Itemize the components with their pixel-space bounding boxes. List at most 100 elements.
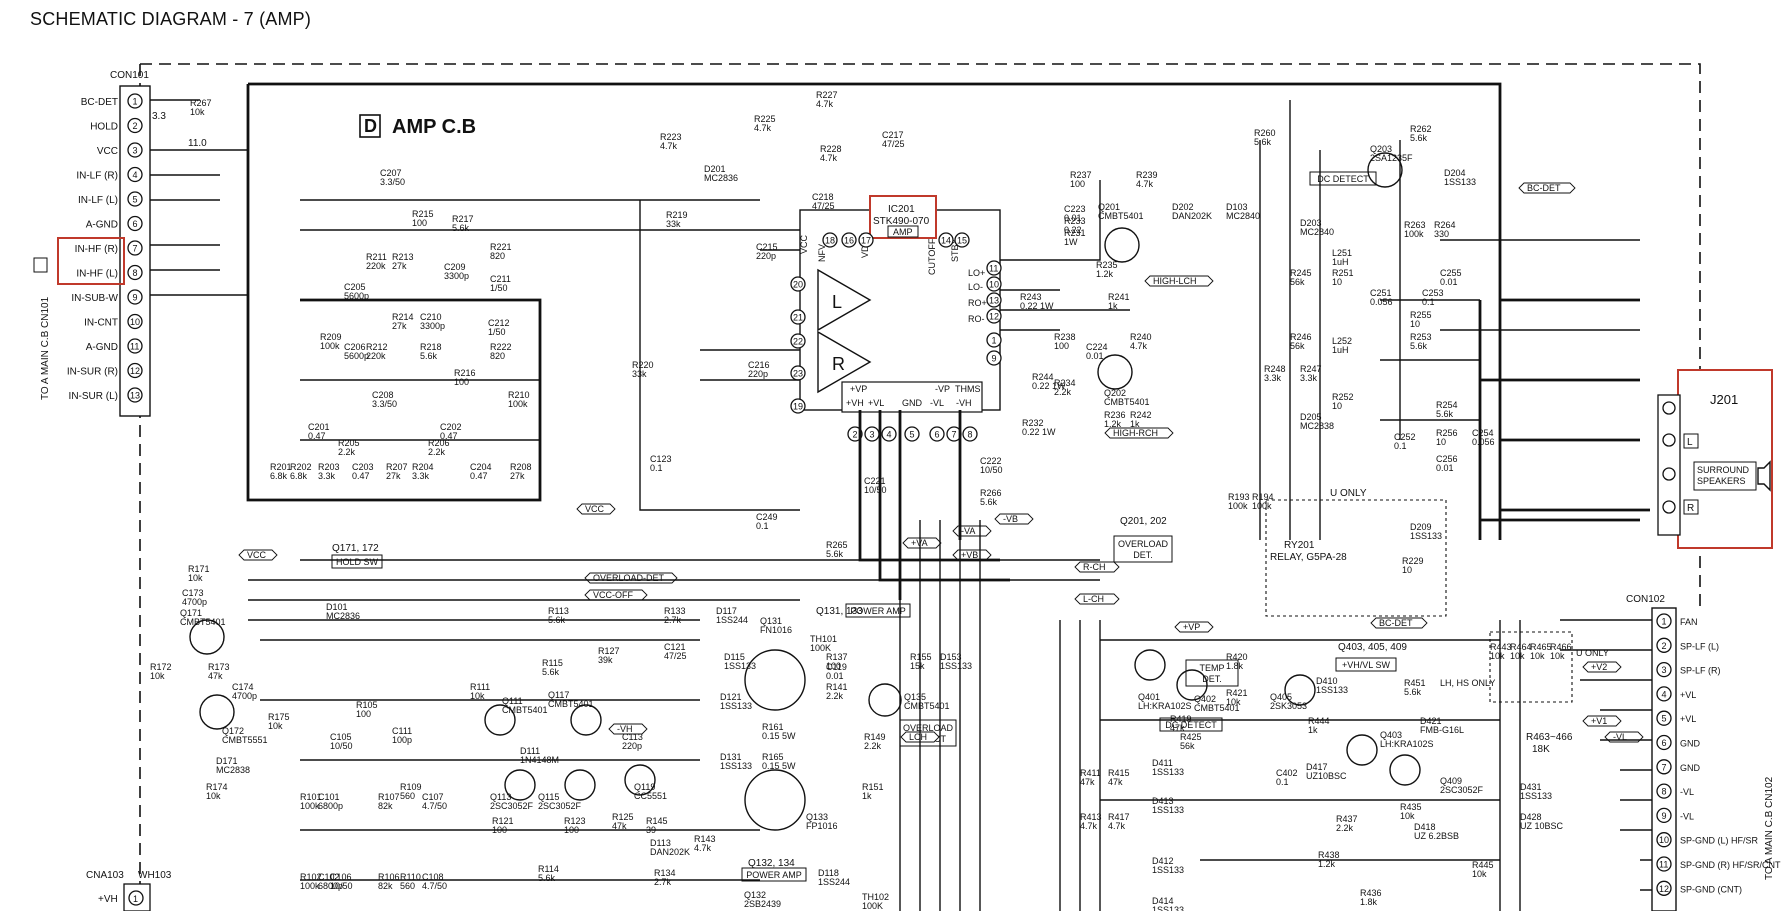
svg-text:C256: C256 xyxy=(1436,454,1458,464)
con102-pin-7 xyxy=(1656,759,1672,775)
svg-text:D201: D201 xyxy=(704,164,726,174)
svg-text:VCC: VCC xyxy=(247,550,267,560)
svg-text:FP1016: FP1016 xyxy=(806,821,838,831)
svg-text:R248: R248 xyxy=(1264,364,1286,374)
svg-text:+VB: +VB xyxy=(961,550,978,560)
svg-text:C218: C218 xyxy=(812,192,834,202)
dc-detect-mid-box xyxy=(1159,717,1223,732)
svg-text:100k: 100k xyxy=(1228,501,1248,511)
ic201-inner-label: -VP xyxy=(935,384,950,394)
con101-pin-num: 12 xyxy=(130,366,140,376)
svg-text:R206: R206 xyxy=(428,438,450,448)
svg-text:100k: 100k xyxy=(300,881,320,891)
svg-text:TH101: TH101 xyxy=(810,634,837,644)
svg-text:R194: R194 xyxy=(1252,492,1274,502)
svg-text:100: 100 xyxy=(826,661,841,671)
svg-text:R173: R173 xyxy=(208,662,230,672)
svg-text:DAN202K: DAN202K xyxy=(650,847,690,857)
con102-pin-5 xyxy=(1656,710,1672,726)
ic201-pin-num: 18 xyxy=(825,236,835,246)
svg-text:220k: 220k xyxy=(366,261,386,271)
con101-label: CON101 xyxy=(110,70,149,81)
svg-text:560: 560 xyxy=(400,791,415,801)
svg-text:0.1: 0.1 xyxy=(1422,297,1435,307)
svg-text:1W: 1W xyxy=(1064,237,1078,247)
svg-text:4700p: 4700p xyxy=(182,597,207,607)
svg-text:R240: R240 xyxy=(1130,332,1152,342)
con101-pin-12 xyxy=(127,362,143,379)
ic201-pin-17 xyxy=(858,232,874,248)
svg-text:CMBT5401: CMBT5401 xyxy=(502,705,548,715)
svg-text:27k: 27k xyxy=(392,261,407,271)
con102-pin-4 xyxy=(1656,686,1672,702)
ic201-pin-num: 1 xyxy=(992,336,997,346)
svg-text:Q119: Q119 xyxy=(634,782,655,792)
ic201-pin-2 xyxy=(847,426,863,442)
svg-text:R204: R204 xyxy=(412,462,434,472)
con102-pin-label: +VL xyxy=(1680,690,1696,700)
ic201-inner-label: -VL xyxy=(930,398,944,408)
con101-pin-num: 9 xyxy=(133,293,138,303)
svg-text:1.8k: 1.8k xyxy=(1360,897,1378,907)
svg-text:R435: R435 xyxy=(1400,802,1422,812)
con102-label: CON102 xyxy=(1626,594,1665,605)
svg-text:C174: C174 xyxy=(232,682,254,692)
svg-text:2.7k: 2.7k xyxy=(654,877,672,887)
ic201-inner-label: +VL xyxy=(868,398,884,408)
svg-text:47/25: 47/25 xyxy=(812,201,835,211)
svg-text:10k: 10k xyxy=(1400,811,1415,821)
con101-pin-5 xyxy=(127,191,143,207)
ic201-inner-label: VCC xyxy=(799,234,809,254)
svg-text:-VA: -VA xyxy=(961,526,975,536)
ic201-inner-label: +VP xyxy=(850,384,867,394)
svg-text:R266: R266 xyxy=(980,488,1002,498)
con101-a-box xyxy=(33,257,48,273)
svg-text:1SS133: 1SS133 xyxy=(940,661,972,671)
svg-text:R172: R172 xyxy=(150,662,172,672)
ic201-pin-num: 4 xyxy=(887,430,892,440)
con101-pin-label: IN-LF (R) xyxy=(76,171,118,182)
board-letter-box xyxy=(359,114,381,138)
temp-det-label: TEMP xyxy=(1199,663,1224,673)
svg-text:C121: C121 xyxy=(664,642,686,652)
svg-text:5600p: 5600p xyxy=(344,291,369,301)
svg-text:2.2k: 2.2k xyxy=(1336,823,1354,833)
svg-text:FN1016: FN1016 xyxy=(760,625,792,635)
svg-text:R165: R165 xyxy=(762,752,784,762)
ic201-name: IC201 xyxy=(888,204,915,215)
svg-text:R101: R101 xyxy=(300,792,322,802)
svg-text:R161: R161 xyxy=(762,722,784,732)
con102-pin-num: 12 xyxy=(1659,884,1669,894)
svg-text:2SB2439: 2SB2439 xyxy=(744,899,781,909)
ic201-pin-num: 22 xyxy=(793,337,803,347)
svg-text:39k: 39k xyxy=(598,655,613,665)
